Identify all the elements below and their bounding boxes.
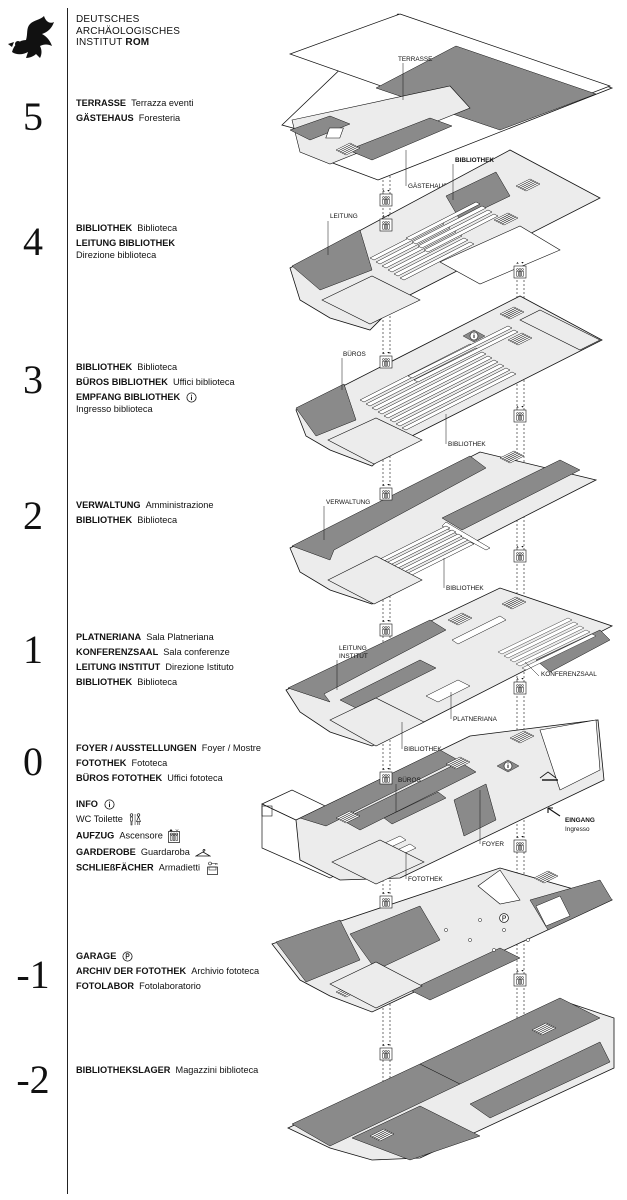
label-bibliothek-4: BIBLIOTHEK <box>455 157 494 164</box>
hanger-icon <box>195 849 212 857</box>
label-eingang: EINGANG <box>565 817 595 824</box>
plan-floor-4 <box>289 149 601 331</box>
label-bibliothek-1: BIBLIOTHEK <box>404 746 442 753</box>
label-bibliothek-2: BIBLIOTHEK <box>446 585 484 592</box>
elevator-icon <box>168 829 181 843</box>
legend: INFO WC Toilette AUFZUG Ascensore GARDER… <box>76 798 286 876</box>
parking-icon <box>122 951 133 962</box>
floor-entry: BIBLIOTHEK Biblioteca <box>76 362 178 372</box>
info-icon <box>104 799 115 810</box>
vertical-divider-line <box>67 8 68 1194</box>
label-bueros-3: BÜROS <box>343 350 366 358</box>
floor-entry: BIBLIOTHEK Biblioteca <box>76 677 178 687</box>
floor-number-minus-1: -1 <box>16 952 50 997</box>
label-platneriana-1: PLATNERIANA <box>453 716 498 723</box>
label-leitung-4: LEITUNG <box>330 213 358 220</box>
floor-entry: VERWALTUNG Amministrazione <box>76 500 214 510</box>
floor-entry: FOTOTHEK Fototeca <box>76 758 168 768</box>
floor-entry: GÄSTEHAUS Foresteria <box>76 113 181 123</box>
legend-elevator: AUFZUG Ascensore <box>76 829 286 843</box>
info-icon <box>186 392 197 403</box>
plan-floor-0 <box>261 719 605 885</box>
floor-entry: BÜROS FOTOTHEK Uffici fototeca <box>76 773 223 783</box>
floor-entry: BIBLIOTHEK Biblioteca <box>76 223 178 233</box>
floor-2-entries: VERWALTUNG Amministrazione BIBLIOTHEK Bi… <box>76 499 286 526</box>
label-ingresso: Ingresso <box>565 826 590 833</box>
floor-entry: LEITUNG INSTITUT Direzione Istituto <box>76 662 234 672</box>
floor-entry: BÜROS BIBLIOTHEK Uffici biblioteca <box>76 377 235 387</box>
floor-number-4: 4 <box>23 219 43 264</box>
plan-floor-minus-1 <box>271 867 614 1013</box>
floor-number-2: 2 <box>23 493 43 538</box>
floor-number-0: 0 <box>23 739 43 784</box>
floor-4-entries: BIBLIOTHEK Biblioteca LEITUNG BIBLIOTHEK… <box>76 222 286 261</box>
plan-floor-3 <box>295 295 603 467</box>
label-bueros-0: BÜROS <box>398 776 421 784</box>
plan-floor-minus-2 <box>287 997 615 1161</box>
floor-entry: TERRASSE Terrazza eventi <box>76 98 194 108</box>
label-konferenzsaal-1: KONFERENZSAAL <box>541 671 597 678</box>
floor-entry: PLATNERIANA Sala Platneriana <box>76 632 214 642</box>
floor-3-entries: BIBLIOTHEK Biblioteca BÜROS BIBLIOTHEK U… <box>76 361 286 415</box>
label-verwaltung-2: VERWALTUNG <box>326 499 370 506</box>
floor-minus-2-entries: BIBLIOTHEKSLAGER Magazzini biblioteca <box>76 1064 286 1076</box>
label-fotothek-0: FOTOTHEK <box>408 876 443 883</box>
legend-info: INFO <box>76 798 286 810</box>
floor-entry: FOTOLABOR Fotolaboratorio <box>76 981 201 992</box>
plan-floor-5 <box>281 13 614 181</box>
label-leitung-institut-1b: INSTITUT <box>339 653 368 660</box>
label-bibliothek-3: BIBLIOTHEK <box>448 441 486 448</box>
floor-entry: FOYER / AUSSTELLUNGEN Foyer / Mostre <box>76 743 261 753</box>
floor-0-entries: FOYER / AUSSTELLUNGEN Foyer / Mostre FOT… <box>76 742 286 784</box>
floor-entry: BIBLIOTHEKSLAGER Magazzini biblioteca <box>76 1065 259 1075</box>
plan-floor-2 <box>289 450 598 605</box>
institute-line-2: ARCHÄOLOGISCHES <box>76 25 181 37</box>
floor-entry: KONFERENZSAAL Sala conferenze <box>76 647 230 657</box>
legend-toilet: WC Toilette <box>76 813 286 826</box>
floor-minus-1-entries: GARAGE ARCHIV DER FOTOTHEK Archivio foto… <box>76 950 286 992</box>
label-gaestehaus: GÄSTEHAUS <box>408 182 447 190</box>
locker-icon <box>206 861 218 876</box>
floor-number-1: 1 <box>23 627 43 672</box>
entrance-arrow-icon <box>547 807 561 817</box>
floor-5-entries: TERRASSE Terrazza eventi GÄSTEHAUS Fores… <box>76 97 286 124</box>
legend-locker: SCHLIEßFÄCHER Armadietti <box>76 861 286 876</box>
floor-entry: GARAGE <box>76 950 286 962</box>
floor-entry: ARCHIV DER FOTOTHEK Archivio fototeca <box>76 966 260 977</box>
label-leitung-institut-1a: LEITUNG <box>339 645 367 652</box>
floor-number-minus-2: -2 <box>16 1057 50 1102</box>
label-terrasse: TERRASSE <box>398 56 432 63</box>
institute-name: DEUTSCHES ARCHÄOLOGISCHES INSTITUT ROM <box>76 14 180 49</box>
toilet-icon <box>130 813 142 826</box>
floor-entry: EMPFANG BIBLIOTHEK Ingresso biblioteca <box>76 391 286 415</box>
floor-1-entries: PLATNERIANA Sala Platneriana KONFERENZSA… <box>76 631 286 688</box>
griffin-logo-icon <box>8 16 54 58</box>
label-foyer-0: FOYER <box>482 841 504 848</box>
legend-hanger: GARDEROBE Guardaroba <box>76 846 286 858</box>
plan-floor-1 <box>285 587 614 747</box>
institute-line-1: DEUTSCHES <box>76 14 140 25</box>
floor-number-3: 3 <box>23 357 43 402</box>
floor-entry: BIBLIOTHEK Biblioteca <box>76 515 178 525</box>
institute-line-3: INSTITUT ROM <box>76 37 150 48</box>
floor-number-5: 5 <box>23 94 43 139</box>
